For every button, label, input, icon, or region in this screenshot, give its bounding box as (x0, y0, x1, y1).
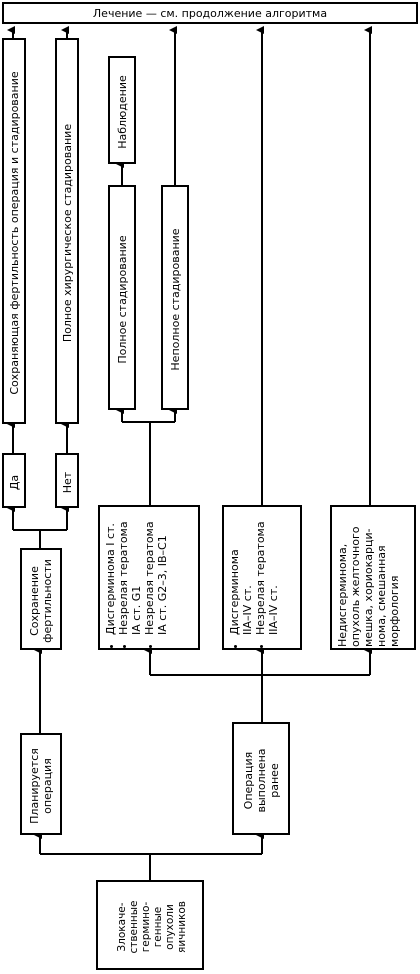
advanced-stage-group-box: Дисгерминома IIA–IV ст. Незрелая тератом… (222, 505, 302, 650)
treatment-box: Лечение — см. продолжение алгоритма (2, 2, 418, 24)
incomplete-staging-box: Неполное стадирование (161, 185, 189, 410)
other-morphology-box: Недисгерминома, опухоль желточного мешка… (330, 505, 416, 650)
advanced-item-dysgerminoma: Дисгерминома IIA–IV ст. (228, 511, 254, 635)
full-surgical-staging-box: Полное хирургическое стадирование (55, 38, 79, 424)
operation-done-box: Операция выполнена ранее (232, 722, 290, 835)
full-staging-label: Полное стадирование (115, 235, 129, 364)
other-morphology-label: Недисгерминома, опухоль желточного мешка… (336, 526, 401, 647)
start-box: Злокаче- ственные гермино- генные опухол… (96, 880, 204, 970)
advanced-item-immature-teratoma: Незрелая тератома IIA–IV ст. (254, 511, 280, 635)
start-label: Злокаче- ственные гермино- генные опухол… (116, 900, 188, 954)
observation-label: Наблюдение (115, 75, 129, 149)
answer-no-box: Нет (55, 453, 79, 508)
early-item-immature-teratoma-g23: Незрелая тератома IA ст. G2–3, IB–C1 (143, 511, 169, 635)
answer-yes-label: Да (7, 474, 21, 491)
early-item-dysgerminoma: Дисгерминома I ст. (104, 511, 117, 635)
early-item-immature-teratoma-g1: Незрелая тератома IA ст. G1 (117, 511, 143, 635)
answer-yes-box: Да (2, 453, 26, 508)
full-surgical-staging-label: Полное хирургическое стадирование (60, 123, 74, 343)
fertility-sparing-surgery-label: Сохраняющая фертильность операция и стад… (7, 71, 21, 395)
operation-done-label: Операция выполнена ранее (241, 748, 281, 813)
fertility-preservation-box: Сохранение фертильности (20, 548, 62, 650)
early-stage-group-box: Дисгерминома I ст. Незрелая тератома IA … (98, 505, 200, 650)
advanced-stage-group-list: Дисгерминома IIA–IV ст. Незрелая тератом… (228, 511, 298, 647)
fertility-preservation-label: Сохранение фертильности (28, 559, 54, 643)
answer-no-label: Нет (60, 471, 74, 494)
treatment-label: Лечение — см. продолжение алгоритма (92, 6, 328, 20)
observation-box: Наблюдение (108, 56, 136, 164)
early-stage-group-list: Дисгерминома I ст. Незрелая тератома IA … (104, 511, 196, 647)
planned-operation-label: Планируется операция (28, 748, 54, 824)
full-staging-box: Полное стадирование (108, 185, 136, 410)
planned-operation-box: Планируется операция (20, 733, 62, 835)
fertility-sparing-surgery-box: Сохраняющая фертильность операция и стад… (2, 38, 26, 424)
incomplete-staging-label: Неполное стадирование (168, 228, 182, 371)
